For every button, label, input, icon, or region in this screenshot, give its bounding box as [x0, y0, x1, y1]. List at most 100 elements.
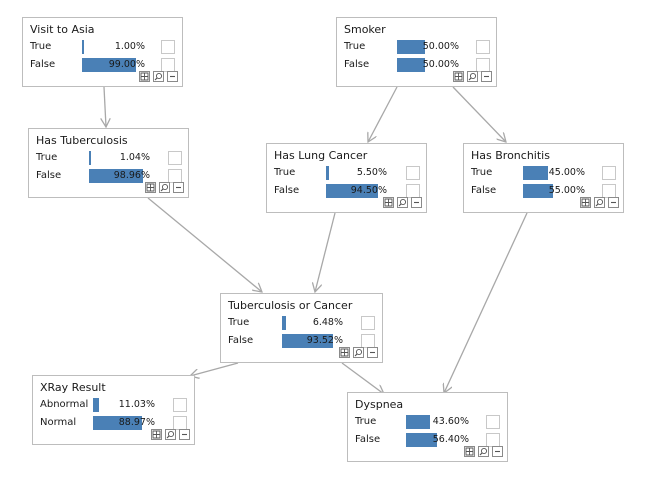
state-name: Normal: [40, 417, 77, 428]
evidence-checkbox[interactable]: [602, 184, 616, 198]
minimize-icon[interactable]: [167, 71, 178, 82]
evidence-checkbox[interactable]: [161, 58, 175, 72]
edge-either-to-dysp: [341, 362, 384, 394]
node-toolbar: [453, 71, 492, 82]
evidence-checkbox[interactable]: [168, 151, 182, 165]
state-name: Abnormal: [40, 399, 89, 410]
grid-icon[interactable]: [151, 429, 162, 440]
minimize-icon[interactable]: [411, 197, 422, 208]
grid-icon[interactable]: [580, 197, 591, 208]
state-name: False: [355, 434, 381, 445]
node-toolbar: [339, 347, 378, 358]
zoom-icon[interactable]: [594, 197, 605, 208]
node-title: Has Tuberculosis: [36, 134, 128, 147]
node-title: Dyspnea: [355, 398, 404, 411]
minimize-icon[interactable]: [492, 446, 503, 457]
probability-bar: [523, 184, 554, 198]
zoom-icon[interactable]: [353, 347, 364, 358]
evidence-checkbox[interactable]: [168, 169, 182, 183]
node-title: Has Lung Cancer: [274, 149, 368, 162]
state-row-false: False 98.96%: [29, 168, 188, 184]
evidence-checkbox[interactable]: [361, 316, 375, 330]
grid-icon[interactable]: [339, 347, 350, 358]
minimize-icon[interactable]: [179, 429, 190, 440]
node-title: XRay Result: [40, 381, 106, 394]
zoom-icon[interactable]: [467, 71, 478, 82]
grid-icon[interactable]: [453, 71, 464, 82]
probability-value: 98.96%: [113, 170, 150, 181]
node-title: Has Bronchitis: [471, 149, 550, 162]
probability-value: 56.40%: [432, 434, 469, 445]
probability-bar: [397, 40, 425, 54]
node-toolbar: [464, 446, 503, 457]
state-name: False: [274, 185, 300, 196]
evidence-checkbox[interactable]: [486, 433, 500, 447]
grid-icon[interactable]: [139, 71, 150, 82]
probability-bar: [523, 166, 548, 180]
zoom-icon[interactable]: [159, 182, 170, 193]
evidence-checkbox[interactable]: [476, 40, 490, 54]
state-name: True: [355, 416, 377, 427]
state-name: False: [30, 59, 56, 70]
evidence-checkbox[interactable]: [161, 40, 175, 54]
minimize-icon[interactable]: [481, 71, 492, 82]
probability-value: 11.03%: [118, 399, 155, 410]
evidence-checkbox[interactable]: [173, 398, 187, 412]
evidence-checkbox[interactable]: [406, 166, 420, 180]
state-row-abnormal: Abnormal 11.03%: [33, 397, 194, 413]
node-title: Smoker: [344, 23, 386, 36]
node-toolbar: [139, 71, 178, 82]
probability-value: 99.00%: [108, 59, 145, 70]
minimize-icon[interactable]: [608, 197, 619, 208]
probability-bar: [93, 398, 100, 412]
node-toolbar: [580, 197, 619, 208]
state-name: False: [228, 335, 254, 346]
zoom-icon[interactable]: [165, 429, 176, 440]
minimize-icon[interactable]: [173, 182, 184, 193]
probability-value: 94.50%: [350, 185, 387, 196]
state-name: True: [36, 152, 58, 163]
node-toolbar: [145, 182, 184, 193]
edge-bronc-to-dysp: [444, 212, 528, 393]
probability-bar: [89, 169, 144, 183]
evidence-checkbox[interactable]: [361, 334, 375, 348]
probability-value: 45.00%: [548, 167, 585, 178]
probability-bar: [406, 433, 438, 447]
evidence-checkbox[interactable]: [602, 166, 616, 180]
state-name: True: [471, 167, 493, 178]
grid-icon[interactable]: [145, 182, 156, 193]
probability-value: 1.00%: [114, 41, 145, 52]
evidence-checkbox[interactable]: [173, 416, 187, 430]
zoom-icon[interactable]: [153, 71, 164, 82]
state-row-true: True 45.00%: [464, 165, 623, 181]
probability-bar: [282, 334, 334, 348]
probability-bar: [406, 415, 430, 429]
evidence-checkbox[interactable]: [476, 58, 490, 72]
grid-icon[interactable]: [464, 446, 475, 457]
state-name: False: [36, 170, 62, 181]
grid-icon[interactable]: [383, 197, 394, 208]
state-name: False: [471, 185, 497, 196]
probability-value: 50.00%: [422, 59, 459, 70]
minimize-icon[interactable]: [367, 347, 378, 358]
node-title: Tuberculosis or Cancer: [228, 299, 353, 312]
evidence-checkbox[interactable]: [486, 415, 500, 429]
state-name: True: [228, 317, 250, 328]
evidence-checkbox[interactable]: [406, 184, 420, 198]
zoom-icon[interactable]: [478, 446, 489, 457]
probability-bar: [397, 58, 425, 72]
zoom-icon[interactable]: [397, 197, 408, 208]
